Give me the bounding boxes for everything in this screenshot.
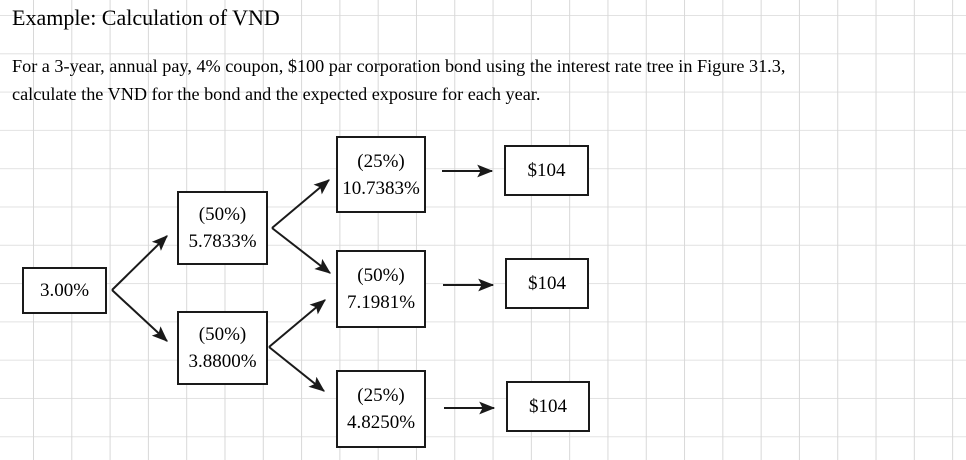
tree-node-root-rate: 3.00% [39,280,90,301]
tree-node-down-2-rate: 4.8250% [346,412,416,433]
edge-root-down [111,289,168,342]
tree-node-down-1-probability: (50%) [198,324,247,345]
tree-node-up-1-rate: 5.7833% [188,231,257,252]
edge-down-downup [268,299,326,348]
tree-node-down-1: (50%) 3.8800% [177,311,268,385]
tree-node-up-1: (50%) 5.7833% [177,191,268,265]
edge-up-upup [271,179,330,229]
tree-node-root: 3.00% [22,267,107,314]
tree-node-mid-2-probability: (50%) [357,265,405,286]
tree-node-down-2: (25%) 4.8250% [336,370,426,448]
tree-node-payoff-bottom-value: $104 [529,396,567,417]
problem-statement-line-2: calculate the VND for the bond and the e… [12,84,541,104]
tree-node-payoff-mid-value: $104 [528,273,566,294]
tree-node-down-2-probability: (25%) [357,385,405,406]
tree-node-up-2-probability: (25%) [357,150,405,172]
tree-node-payoff-mid: $104 [505,258,589,309]
edge-down-downdown [268,346,325,392]
edge-root-up [111,235,168,291]
tree-node-mid-2-rate: 7.1981% [346,292,416,313]
page-title: Example: Calculation of VND [12,5,280,30]
problem-statement: For a 3-year, annual pay, 4% coupon, $10… [12,52,952,108]
tree-node-payoff-top-value: $104 [527,160,566,181]
tree-node-mid-2: (50%) 7.1981% [336,250,426,328]
edge-up-updown [271,227,331,274]
tree-node-payoff-bottom: $104 [506,381,590,432]
tree-node-payoff-top: $104 [504,145,589,196]
tree-node-up-2-rate: 10.7383% [342,177,420,199]
tree-node-up-1-probability: (50%) [198,204,247,225]
tree-node-up-2: (25%) 10.7383% [336,136,426,213]
problem-statement-line-1: For a 3-year, annual pay, 4% coupon, $10… [12,56,786,76]
tree-node-down-1-rate: 3.8800% [188,351,257,372]
